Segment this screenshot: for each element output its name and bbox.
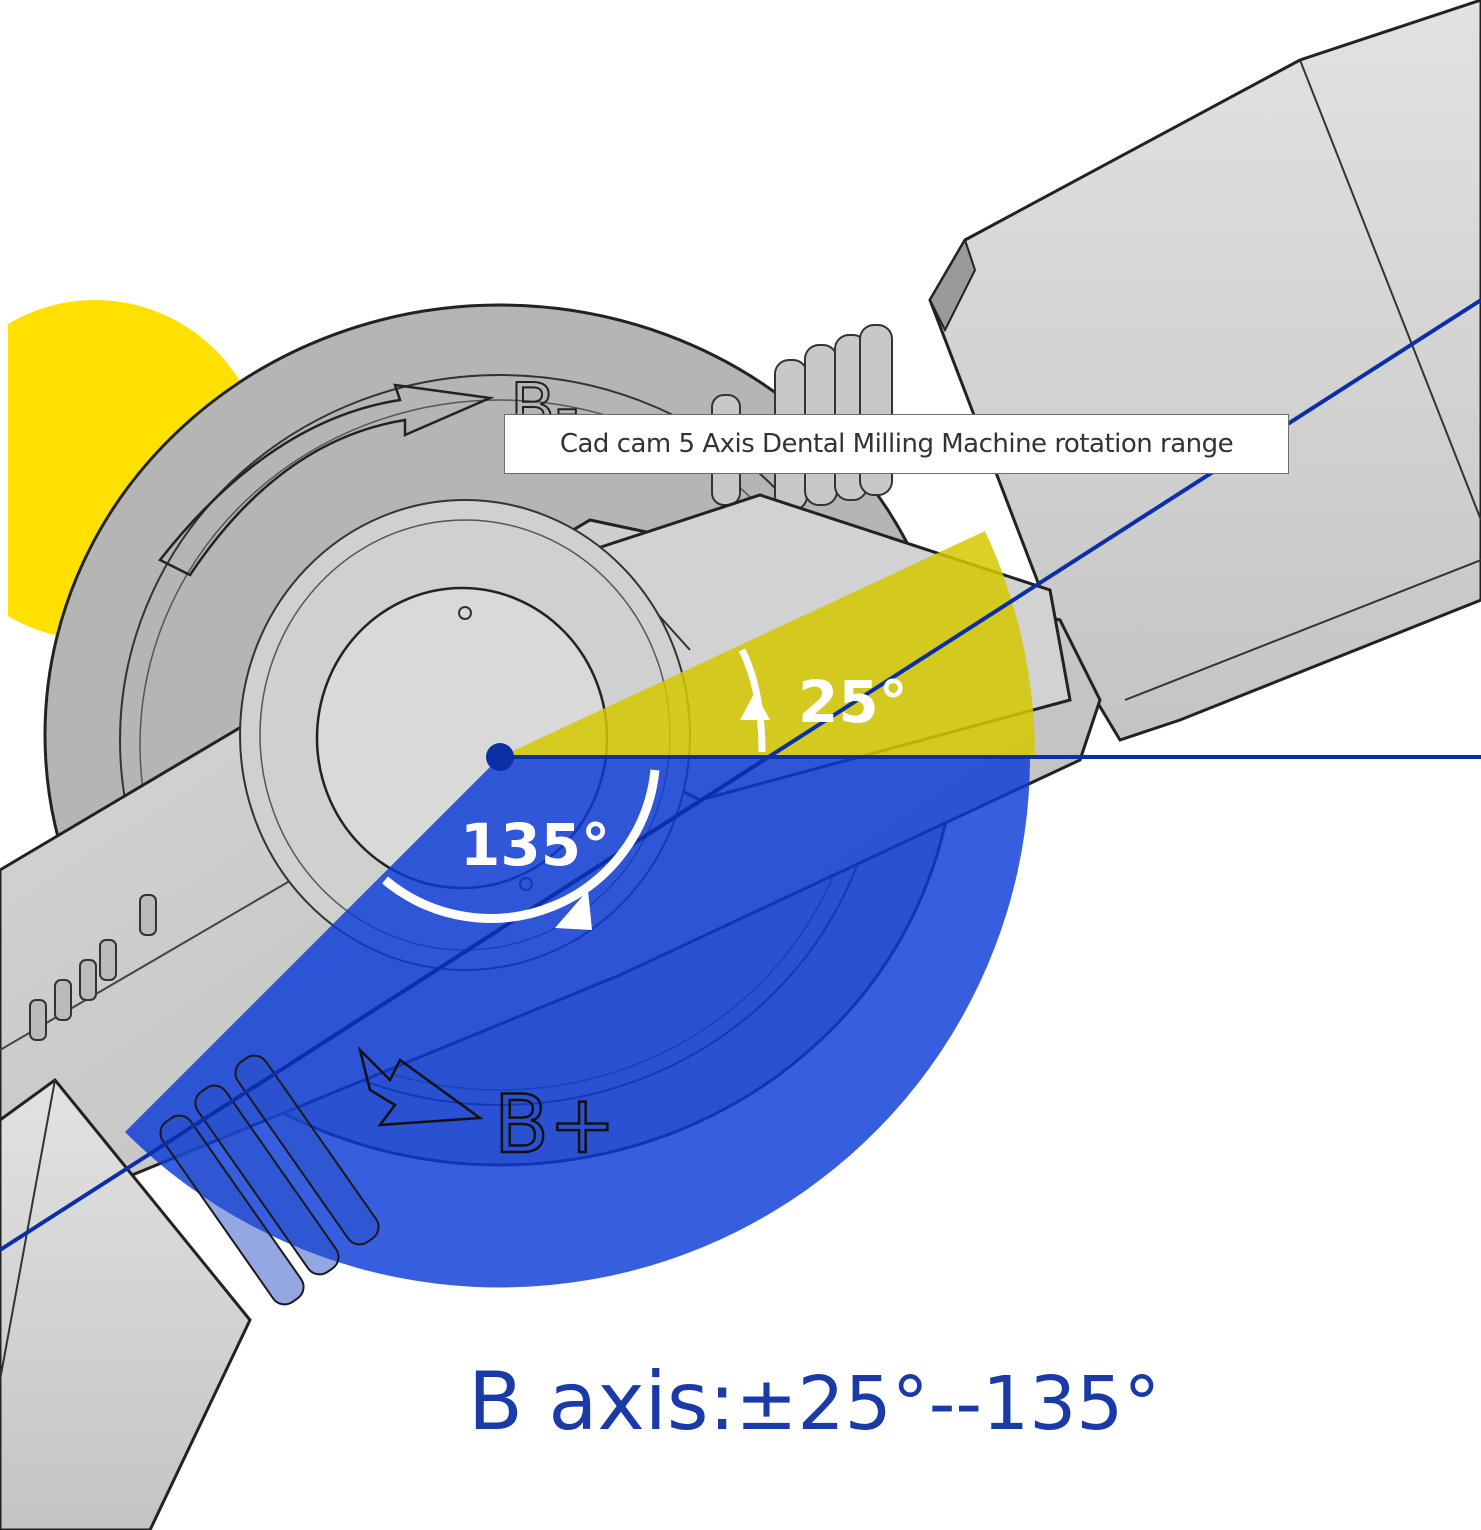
- angle-135-arrow: [382, 769, 660, 930]
- b-plus-arrow: [357, 1045, 484, 1127]
- b-minus-arrow: [158, 383, 495, 577]
- b-plus-label: B+: [494, 1078, 616, 1171]
- blue-sector-135: [125, 757, 1031, 1288]
- image-title-tooltip: Cad cam 5 Axis Dental Milling Machine ro…: [504, 414, 1289, 474]
- right-motor-housing: [928, 0, 1481, 742]
- left-pins: [29, 894, 157, 1041]
- angle-25-label: 25°: [798, 668, 908, 736]
- yellow-sector-25: [500, 531, 1035, 757]
- angle-25-arrow: [738, 648, 770, 753]
- b-axis-caption: B axis:±25°--135°: [468, 1355, 1188, 1455]
- caption-prefix: B axis:: [468, 1355, 736, 1448]
- angle-135-label: 135°: [460, 811, 610, 879]
- caption-range: ±25°--135°: [735, 1361, 1161, 1447]
- pivot-point: [486, 743, 514, 771]
- lower-pins: [159, 1054, 380, 1306]
